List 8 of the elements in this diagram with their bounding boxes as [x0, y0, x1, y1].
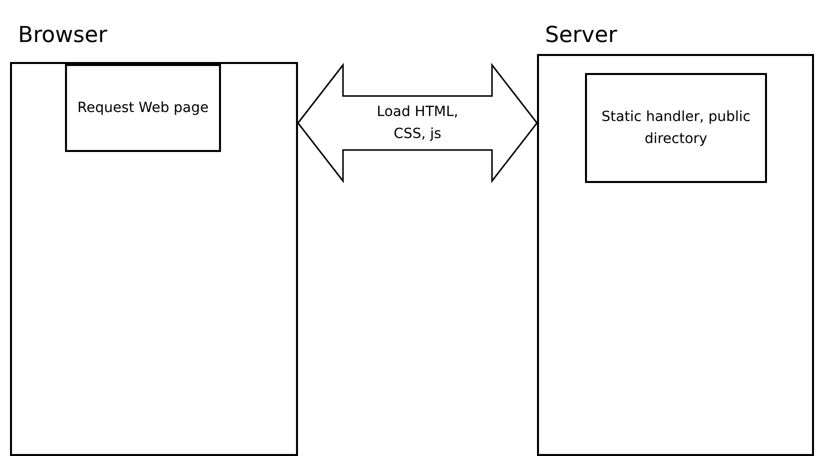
- panel-heading: Server: [545, 22, 618, 50]
- process-box: [65, 64, 221, 152]
- box-text: Request Web page: [77, 99, 209, 118]
- edge-label: Load HTML, CSS, js: [376, 103, 460, 144]
- double-block-arrow: [297, 62, 538, 184]
- box-text: Static handler, public directory: [600, 108, 752, 149]
- process-box: [585, 73, 767, 183]
- panel-heading: Browser: [18, 22, 108, 50]
